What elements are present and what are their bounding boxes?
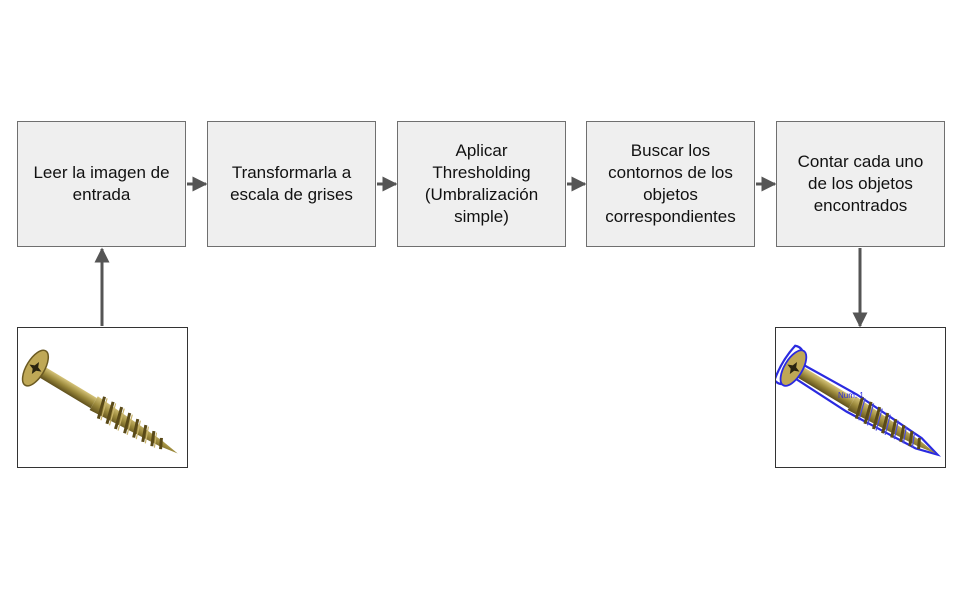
- step-label: Contar cada uno de los objetos encontrad…: [797, 152, 924, 215]
- step-read-input-image: Leer la imagen de entrada: [17, 121, 186, 247]
- step-label: Leer la imagen de entrada: [33, 163, 170, 204]
- screw-picture-with-contour: Num: 1: [776, 344, 942, 457]
- step-label: Aplicar Thresholding (Umbralización simp…: [424, 141, 539, 226]
- count-annotation: Num: 1: [838, 391, 864, 400]
- output-image-screw-contour: Num: 1: [775, 327, 946, 468]
- step-count-objects: Contar cada uno de los objetos encontrad…: [776, 121, 945, 247]
- step-label: Buscar los contornos de los objetos corr…: [605, 141, 736, 226]
- step-thresholding: Aplicar Thresholding (Umbralización simp…: [397, 121, 566, 247]
- input-image-screw: [17, 327, 188, 468]
- screw-picture: [21, 349, 178, 454]
- step-find-contours: Buscar los contornos de los objetos corr…: [586, 121, 755, 247]
- step-label: Transformarla a escala de grises: [230, 163, 353, 204]
- step-grayscale: Transformarla a escala de grises: [207, 121, 376, 247]
